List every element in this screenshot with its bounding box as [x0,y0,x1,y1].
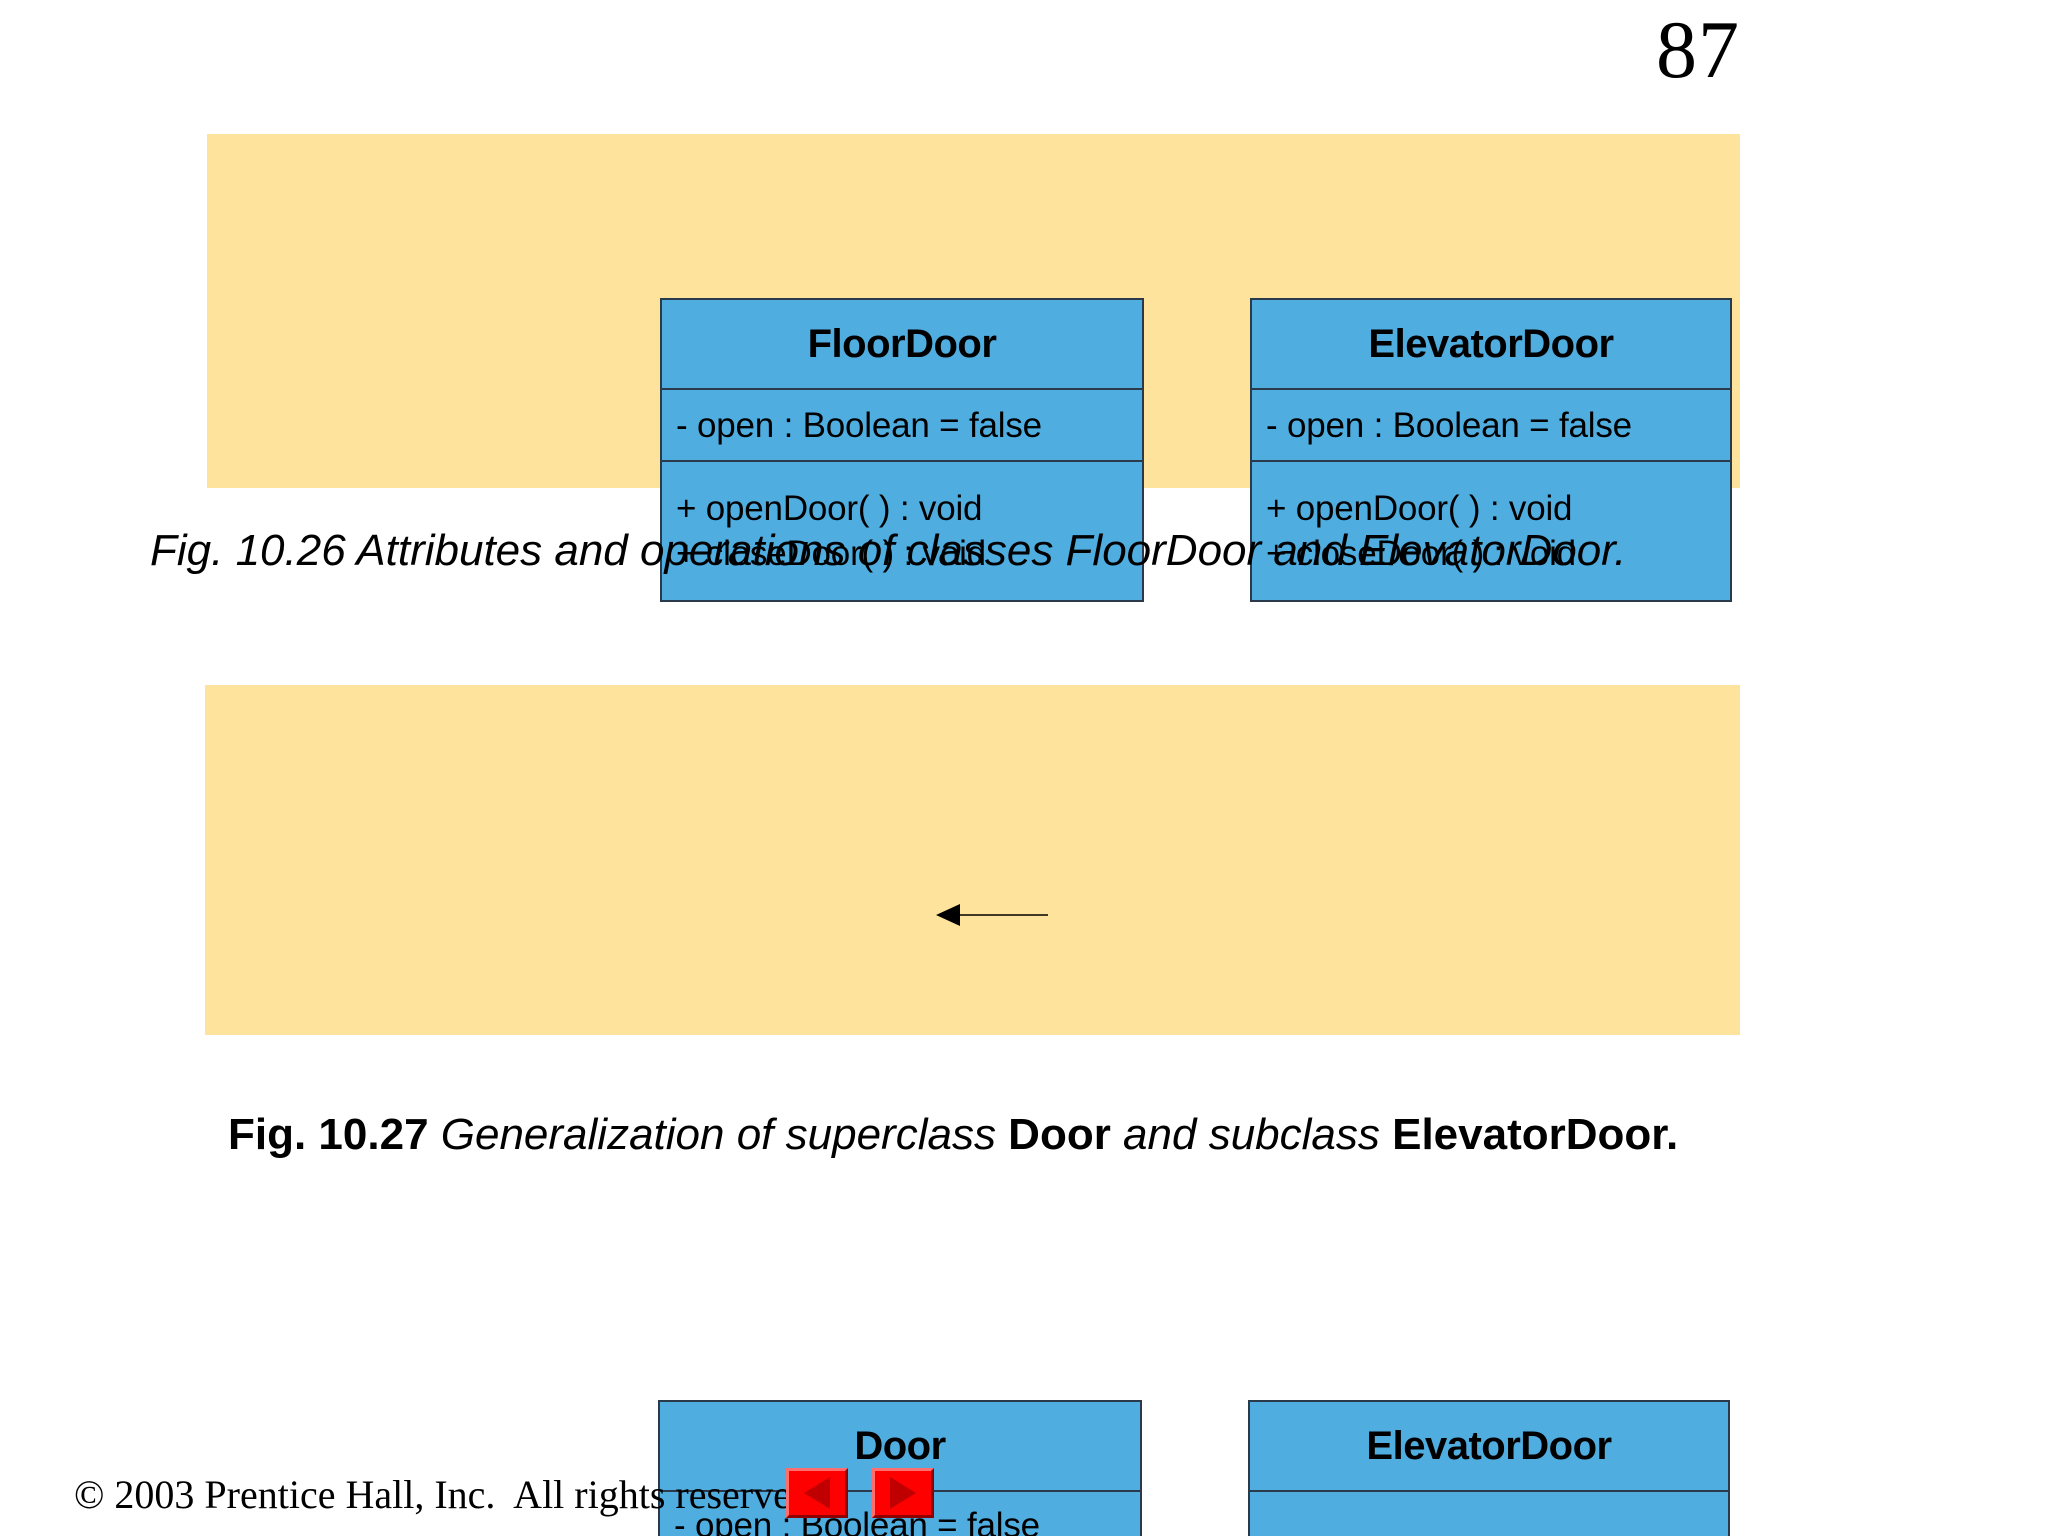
caption-label: Fig. 10.27 [228,1110,441,1159]
caption-bold-elevatordoor: ElevatorDoor [1392,1110,1666,1159]
figure-panel-10-27: Door - open : Boolean = false + openDoor… [205,685,1740,1536]
uml-operations-compartment: + openDoor( ) : void + closeDoor( ) : vo… [662,460,1142,600]
uml-operation: + closeDoor( ) : void [676,534,986,573]
caption-text-part-3: . [1665,1110,1679,1159]
footer-copyright: © 2003 Prentice Hall, Inc. All rights re… [74,1472,821,1517]
triangle-left-icon [804,1477,830,1509]
uml-operation: + openDoor( ) : void [1266,489,1573,528]
uml-attributes-compartment: - open : Boolean = false [662,388,1142,460]
uml-class-name-compartment: FloorDoor [662,300,1142,388]
uml-class-elevatordoor-fig1[interactable]: ElevatorDoor - open : Boolean = false + … [1250,298,1732,602]
previous-slide-button[interactable] [786,1468,848,1518]
uml-class-name-compartment: ElevatorDoor [1252,300,1730,388]
next-slide-button[interactable] [872,1468,934,1518]
uml-class-floordoor[interactable]: FloorDoor - open : Boolean = false + ope… [660,298,1144,602]
uml-class-name-compartment: ElevatorDoor [1250,1402,1728,1490]
uml-attributes-compartment-empty [1250,1490,1728,1536]
uml-attribute: - open : Boolean = false [1266,405,1632,445]
caption-text-part-2: and subclass [1110,1110,1393,1159]
figure-caption-10-26: Fig. 10.26 Attributes and operations of … [150,526,1627,575]
figure-caption-10-27: Fig. 10.27 Generalization of superclass … [228,1108,1678,1162]
uml-operation: + openDoor( ) : void [676,489,983,528]
uml-attributes-compartment: - open : Boolean = false [1252,388,1730,460]
uml-class-name: FloorDoor [807,322,997,366]
uml-operation: + closeDoor( ) : void [1266,534,1576,573]
uml-class-elevatordoor-fig2[interactable]: ElevatorDoor + openDoor( ) : void + clos… [1248,1400,1730,1536]
uml-operations-compartment: + openDoor( ) : void + closeDoor( ) : vo… [1252,460,1730,600]
caption-bold-door: Door [1008,1110,1111,1159]
uml-class-name-compartment: Door [660,1402,1140,1490]
figure-panel-10-26: FloorDoor - open : Boolean = false + ope… [207,134,1740,602]
uml-attribute: - open : Boolean = false [676,405,1042,445]
generalization-arrow-icon [936,904,1048,926]
uml-class-name: Door [854,1424,946,1468]
uml-class-name: ElevatorDoor [1366,1424,1612,1468]
page-number: 87 [1656,4,1740,95]
caption-text-part-1: Generalization of superclass [440,1110,1009,1159]
uml-class-name: ElevatorDoor [1368,322,1614,366]
triangle-right-icon [890,1477,916,1509]
